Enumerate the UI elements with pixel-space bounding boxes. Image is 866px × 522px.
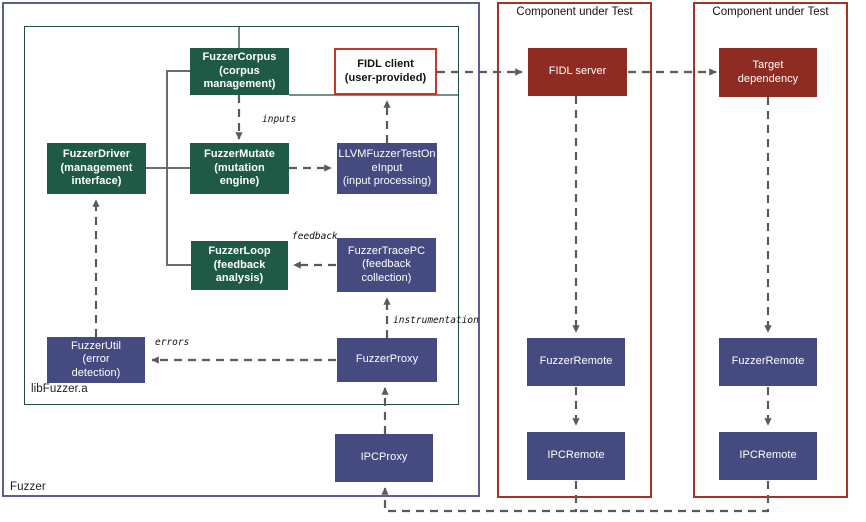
edge-label-instrumentation: instrumentation [393, 315, 479, 326]
node-fuzzer-mutate[interactable]: FuzzerMutate (mutation engine) [190, 143, 289, 194]
container-component-under-test-2 [693, 2, 848, 498]
node-fuzzer-remote-1[interactable]: FuzzerRemote [527, 338, 625, 386]
container-libfuzzer [24, 26, 459, 405]
node-fuzzer-proxy[interactable]: FuzzerProxy [337, 338, 437, 382]
node-ipc-remote-1[interactable]: IPCRemote [527, 432, 625, 480]
node-fuzzer-loop[interactable]: FuzzerLoop (feedback analysis) [191, 241, 288, 290]
node-label: FuzzerProxy [355, 353, 419, 366]
node-label: Target dependency [737, 59, 799, 85]
node-label: FuzzerCorpus (corpus management) [202, 51, 277, 91]
container-fuzzer [2, 2, 480, 497]
node-target-dependency[interactable]: Target dependency [719, 48, 817, 97]
node-label: FuzzerLoop (feedback analysis) [208, 245, 271, 285]
edge-label-errors: errors [155, 337, 190, 348]
edge-label-inputs: inputs [262, 114, 297, 125]
node-label: FuzzerRemote [539, 355, 613, 368]
node-llvm-fuzzer-test-one-input[interactable]: LLVMFuzzerTestOn eInput (input processin… [337, 143, 437, 194]
node-label: FuzzerTracePC (feedback collection) [347, 244, 426, 284]
node-fuzzer-util[interactable]: FuzzerUtil (error detection) [47, 337, 145, 383]
node-fuzzer-remote-2[interactable]: FuzzerRemote [719, 338, 817, 386]
node-label: IPCRemote [739, 449, 797, 462]
edge-label-feedback: feedback [292, 231, 338, 242]
node-label: FIDL server [548, 65, 607, 78]
node-label: FuzzerUtil (error detection) [70, 339, 121, 379]
container-label-libfuzzer: libFuzzer.a [31, 383, 88, 395]
node-label: FIDL client (user-provided) [344, 58, 427, 84]
node-label: FuzzerMutate (mutation engine) [204, 148, 275, 188]
node-fuzzer-trace-pc[interactable]: FuzzerTracePC (feedback collection) [337, 238, 436, 292]
container-label-fuzzer: Fuzzer [10, 481, 46, 493]
node-label: IPCRemote [547, 449, 605, 462]
node-ipc-proxy[interactable]: IPCProxy [335, 434, 433, 482]
node-fidl-client[interactable]: FIDL client (user-provided) [334, 48, 437, 95]
node-ipc-remote-2[interactable]: IPCRemote [719, 432, 817, 480]
node-fuzzer-corpus[interactable]: FuzzerCorpus (corpus management) [190, 48, 289, 95]
node-label: LLVMFuzzerTestOn eInput (input processin… [338, 148, 436, 188]
node-label: FuzzerDriver (management interface) [60, 148, 133, 188]
node-label: FuzzerRemote [731, 355, 805, 368]
node-label: IPCProxy [360, 451, 408, 464]
node-fuzzer-driver[interactable]: FuzzerDriver (management interface) [47, 143, 146, 194]
container-label-cut-2: Component under Test [712, 6, 829, 18]
container-label-cut-1: Component under Test [516, 6, 633, 18]
node-fidl-server[interactable]: FIDL server [528, 48, 627, 96]
